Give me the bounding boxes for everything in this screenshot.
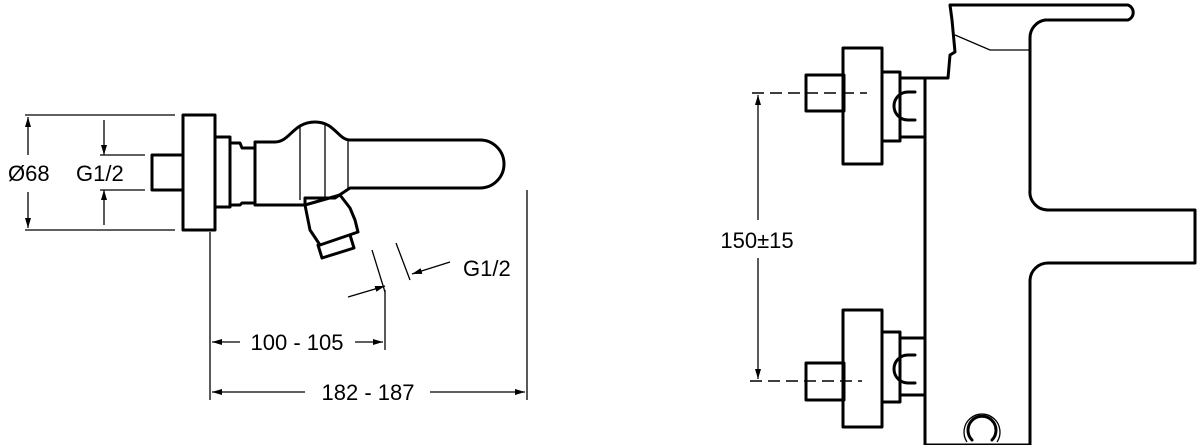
hand-shower-holder [966, 414, 998, 442]
bottom-flange [841, 308, 884, 429]
flange-step [213, 135, 232, 209]
neck [228, 141, 257, 207]
diameter-dimension: Ø68 [8, 114, 175, 231]
inlet-thread-label: G1/2 [76, 161, 124, 186]
outlet-thread-label: G1/2 [463, 256, 511, 281]
outlet-nut [303, 193, 360, 247]
wall-flange [181, 113, 217, 232]
top-flange [841, 46, 884, 166]
inlet-thread-dimension: G1/2 [76, 120, 145, 225]
inlet-spacing-dimension: 150±15 [720, 92, 867, 382]
overall-depth-dimension: 182 - 187 [212, 380, 525, 405]
diameter-label: Ø68 [8, 161, 50, 186]
outlet-distance-label: 100 - 105 [251, 330, 344, 355]
overall-depth-label: 182 - 187 [322, 380, 415, 405]
lever-base [954, 34, 1030, 51]
outlet-thread-dimension: G1/2 [347, 242, 511, 298]
front-view-outline [804, 3, 1197, 445]
side-view-outline [150, 113, 506, 260]
mixer-body [923, 3, 1197, 445]
outlet-distance-dimension: 100 - 105 [212, 330, 383, 355]
body [253, 120, 506, 207]
inlet-spacing-label: 150±15 [720, 228, 793, 253]
inlet-stub [150, 153, 185, 192]
outlet-thread [316, 233, 356, 260]
